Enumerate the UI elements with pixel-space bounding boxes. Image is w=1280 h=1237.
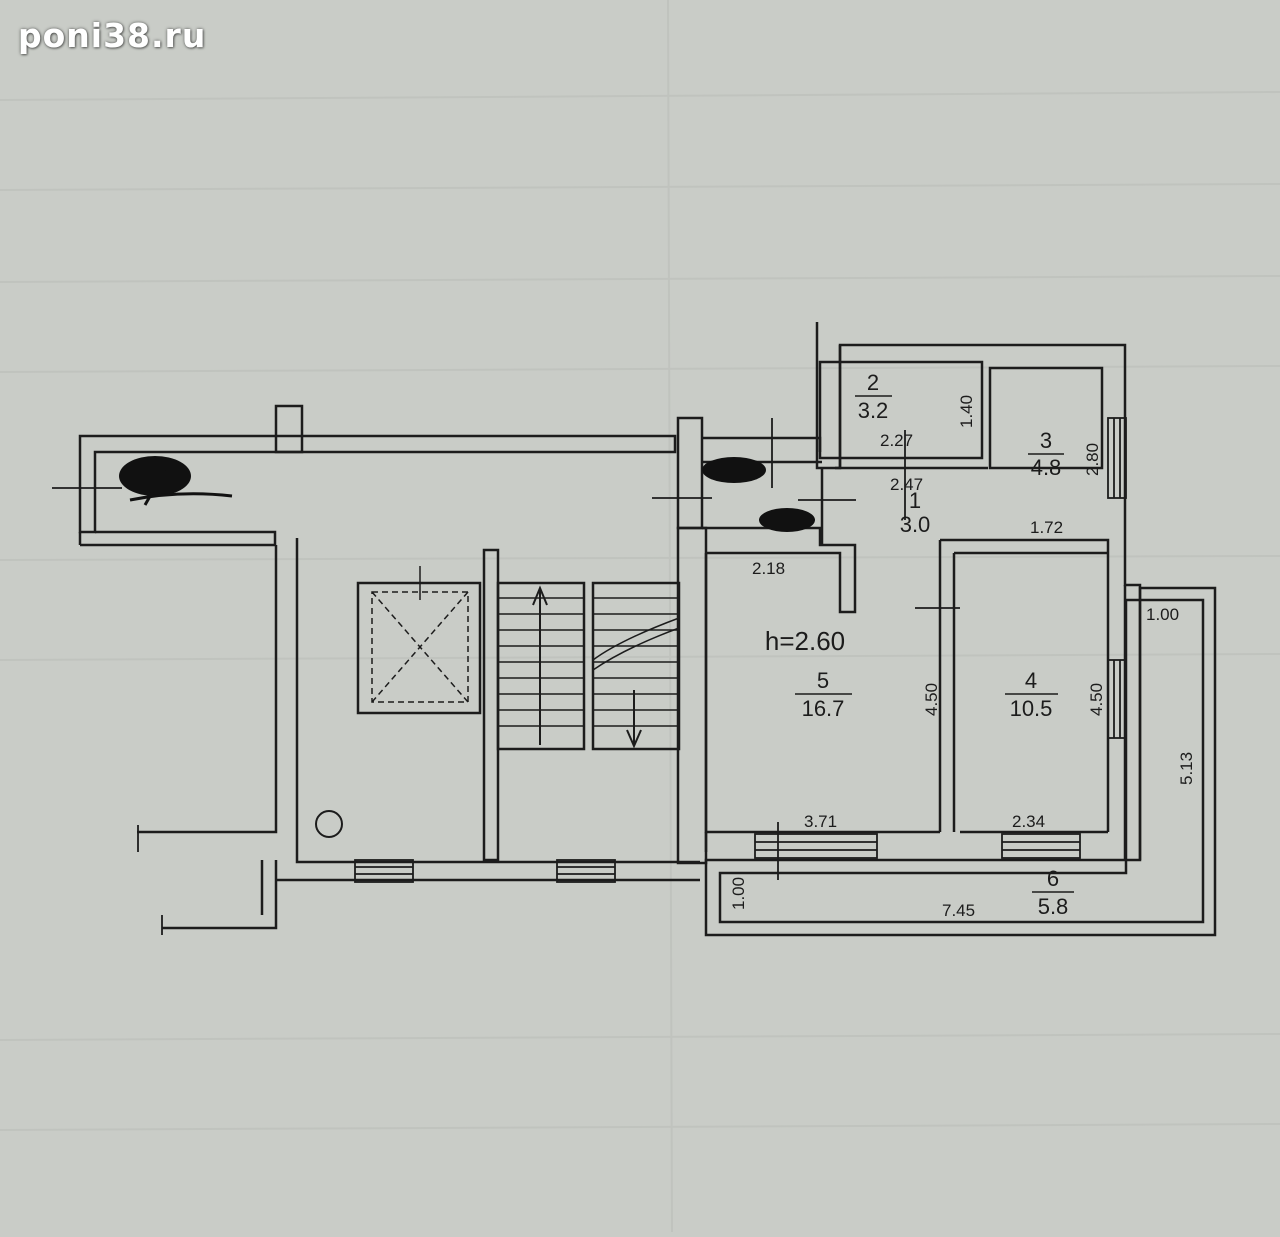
dim-2-18: 2.18 [752,559,785,578]
watermark: poni38.ru [18,16,207,55]
scribble-tail [129,469,233,506]
dim-4-50-right: 4.50 [1087,683,1106,716]
windows [354,417,1127,883]
room-5-area: 16.7 [802,696,845,721]
dim-7-45: 7.45 [942,901,975,920]
pipe-icon [315,810,343,838]
dim-1-00-top: 1.00 [1146,605,1179,624]
room-6-area: 5.8 [1038,894,1069,919]
room-5-number: 5 [817,668,829,693]
ceiling-height: h=2.60 [765,626,845,656]
dim-2-80: 2.80 [1083,443,1102,476]
room-1-area: 3.0 [900,512,931,537]
dim-2-27: 2.27 [880,431,913,450]
tick-marks [52,418,960,935]
dim-1-00-left: 1.00 [729,877,748,910]
dim-1-40: 1.40 [957,395,976,428]
room-6-number: 6 [1047,866,1059,891]
redaction-marks [119,456,815,532]
dim-2-47: 2.47 [890,475,923,494]
dim-1-72: 1.72 [1030,518,1063,537]
dim-5-13: 5.13 [1177,752,1196,785]
dim-4-50-left: 4.50 [922,683,941,716]
room-labels: 2 3.2 1 3.0 3 4.8 h=2.60 5 16.7 4 10.5 6… [765,370,1074,919]
room-3-number: 3 [1040,428,1052,453]
dimension-labels: 2.27 1.40 2.47 2.80 1.72 2.18 1.00 4.50 … [729,395,1196,920]
stair-arrows [532,585,642,749]
stair-treads [498,597,680,727]
room-2-number: 2 [867,370,879,395]
room-1-number: 1 [909,488,921,513]
walls [78,322,1217,937]
elevator-shaft-icon [371,566,469,703]
dim-3-71: 3.71 [804,812,837,831]
room-4-area: 10.5 [1010,696,1053,721]
dim-2-34: 2.34 [1012,812,1045,831]
room-3-area: 4.8 [1031,455,1062,480]
room-2-area: 3.2 [858,398,889,423]
room-4-number: 4 [1025,668,1037,693]
